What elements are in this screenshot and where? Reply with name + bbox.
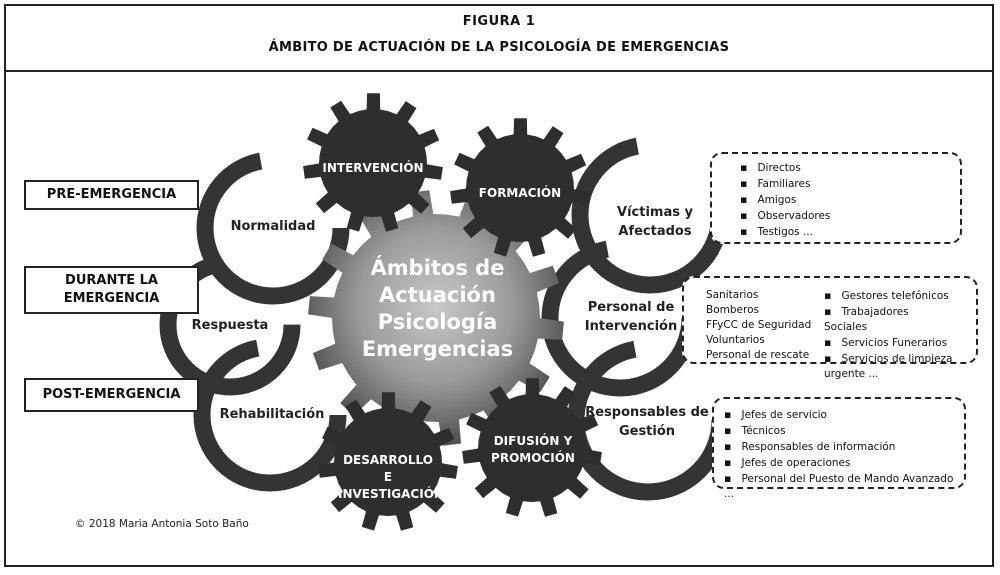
personal-list-right: Gestores telefónicosTrabajadores Sociale…	[824, 288, 954, 382]
list-item: Testigos ...	[740, 224, 960, 240]
responsables-list: Jefes de servicioTécnicosResponsables de…	[724, 407, 964, 502]
gear-intervencion	[303, 93, 443, 232]
gear-label-intervencion: INTERVENCIÓN	[322, 161, 424, 175]
victimas-list-box: DirectosFamiliaresAmigosObservadoresTest…	[710, 152, 962, 244]
copyright: © 2018 Maria Antonia Soto Baño	[75, 518, 249, 530]
list-item: Amigos	[740, 192, 960, 208]
ring-normalidad	[196, 151, 350, 305]
list-item: Responsables de información	[724, 439, 964, 455]
list-item: Observadores	[740, 208, 960, 224]
list-item: Gestores telefónicos	[824, 288, 954, 304]
list-item: Sanitarios	[706, 289, 759, 301]
list-item: Técnicos	[724, 423, 964, 439]
gear-desarrollo	[318, 392, 458, 531]
figure-frame	[4, 4, 994, 567]
group-personal: Personal de Intervención	[584, 300, 678, 334]
list-item: Voluntarios	[706, 334, 765, 346]
ring-rehabilitacion	[193, 338, 347, 492]
center-line-4: Emergencias	[361, 337, 514, 361]
list-item: Jefes de servicio	[724, 407, 964, 423]
center-line-2: Actuación	[379, 283, 496, 307]
gear-label-formacion: FORMACIÓN	[478, 186, 562, 200]
figure-header: FIGURA 1 ÁMBITO DE ACTUACIÓN DE LA PSICO…	[4, 4, 994, 72]
list-item: Personal del Puesto de Mando Avanzado ..…	[724, 471, 964, 502]
center-line-3: Psicología	[377, 310, 498, 334]
ring-respuesta	[159, 254, 301, 396]
phase-durante-emergencia: DURANTE LA EMERGENCIA	[24, 266, 199, 314]
list-item: Servicios Funerarios	[824, 335, 954, 351]
gear-label-difusion: DIFUSIÓN Y PROMOCIÓN	[491, 434, 575, 465]
list-item: Servicios de limpieza urgente ...	[824, 351, 954, 382]
figure-label: FIGURA 1	[462, 14, 536, 29]
dark-gears	[303, 93, 602, 531]
figure-title: ÁMBITO DE ACTUACIÓN DE LA PSICOLOGÍA DE …	[268, 40, 730, 55]
list-item: Personal de rescate	[706, 349, 810, 361]
responsables-list-box: Jefes de servicioTécnicosResponsables de…	[712, 397, 966, 500]
gear-label-desarrollo: DESARROLLO E INVESTIGACIÓN	[338, 453, 444, 501]
phase-pre-emergencia: PRE-EMERGENCIA	[24, 180, 199, 210]
gear-formacion	[450, 118, 590, 257]
phase-post-emergencia: POST-EMERGENCIA	[24, 378, 199, 412]
group-victimas: Víctimas y Afectados	[617, 205, 693, 239]
list-item: Trabajadores Sociales	[824, 304, 954, 335]
list-item: FFyCC de Seguridad	[706, 319, 812, 331]
state-respuesta: Respuesta	[191, 318, 269, 333]
center-line-1: Ámbitos de	[370, 256, 505, 280]
state-rehabilitacion: Rehabilitación	[219, 407, 325, 422]
state-normalidad: Normalidad	[230, 219, 316, 234]
list-item: Jefes de operaciones	[724, 455, 964, 471]
group-responsables: Responsables de Gestión	[585, 405, 709, 439]
center-title: Ámbitos de Actuación Psicología Emergenc…	[330, 255, 545, 363]
list-item: Familiares	[740, 176, 960, 192]
gear-difusion	[462, 378, 602, 517]
victimas-list: DirectosFamiliaresAmigosObservadoresTest…	[740, 160, 960, 240]
list-item: Directos	[740, 160, 960, 176]
list-item: Bomberos	[706, 304, 759, 316]
